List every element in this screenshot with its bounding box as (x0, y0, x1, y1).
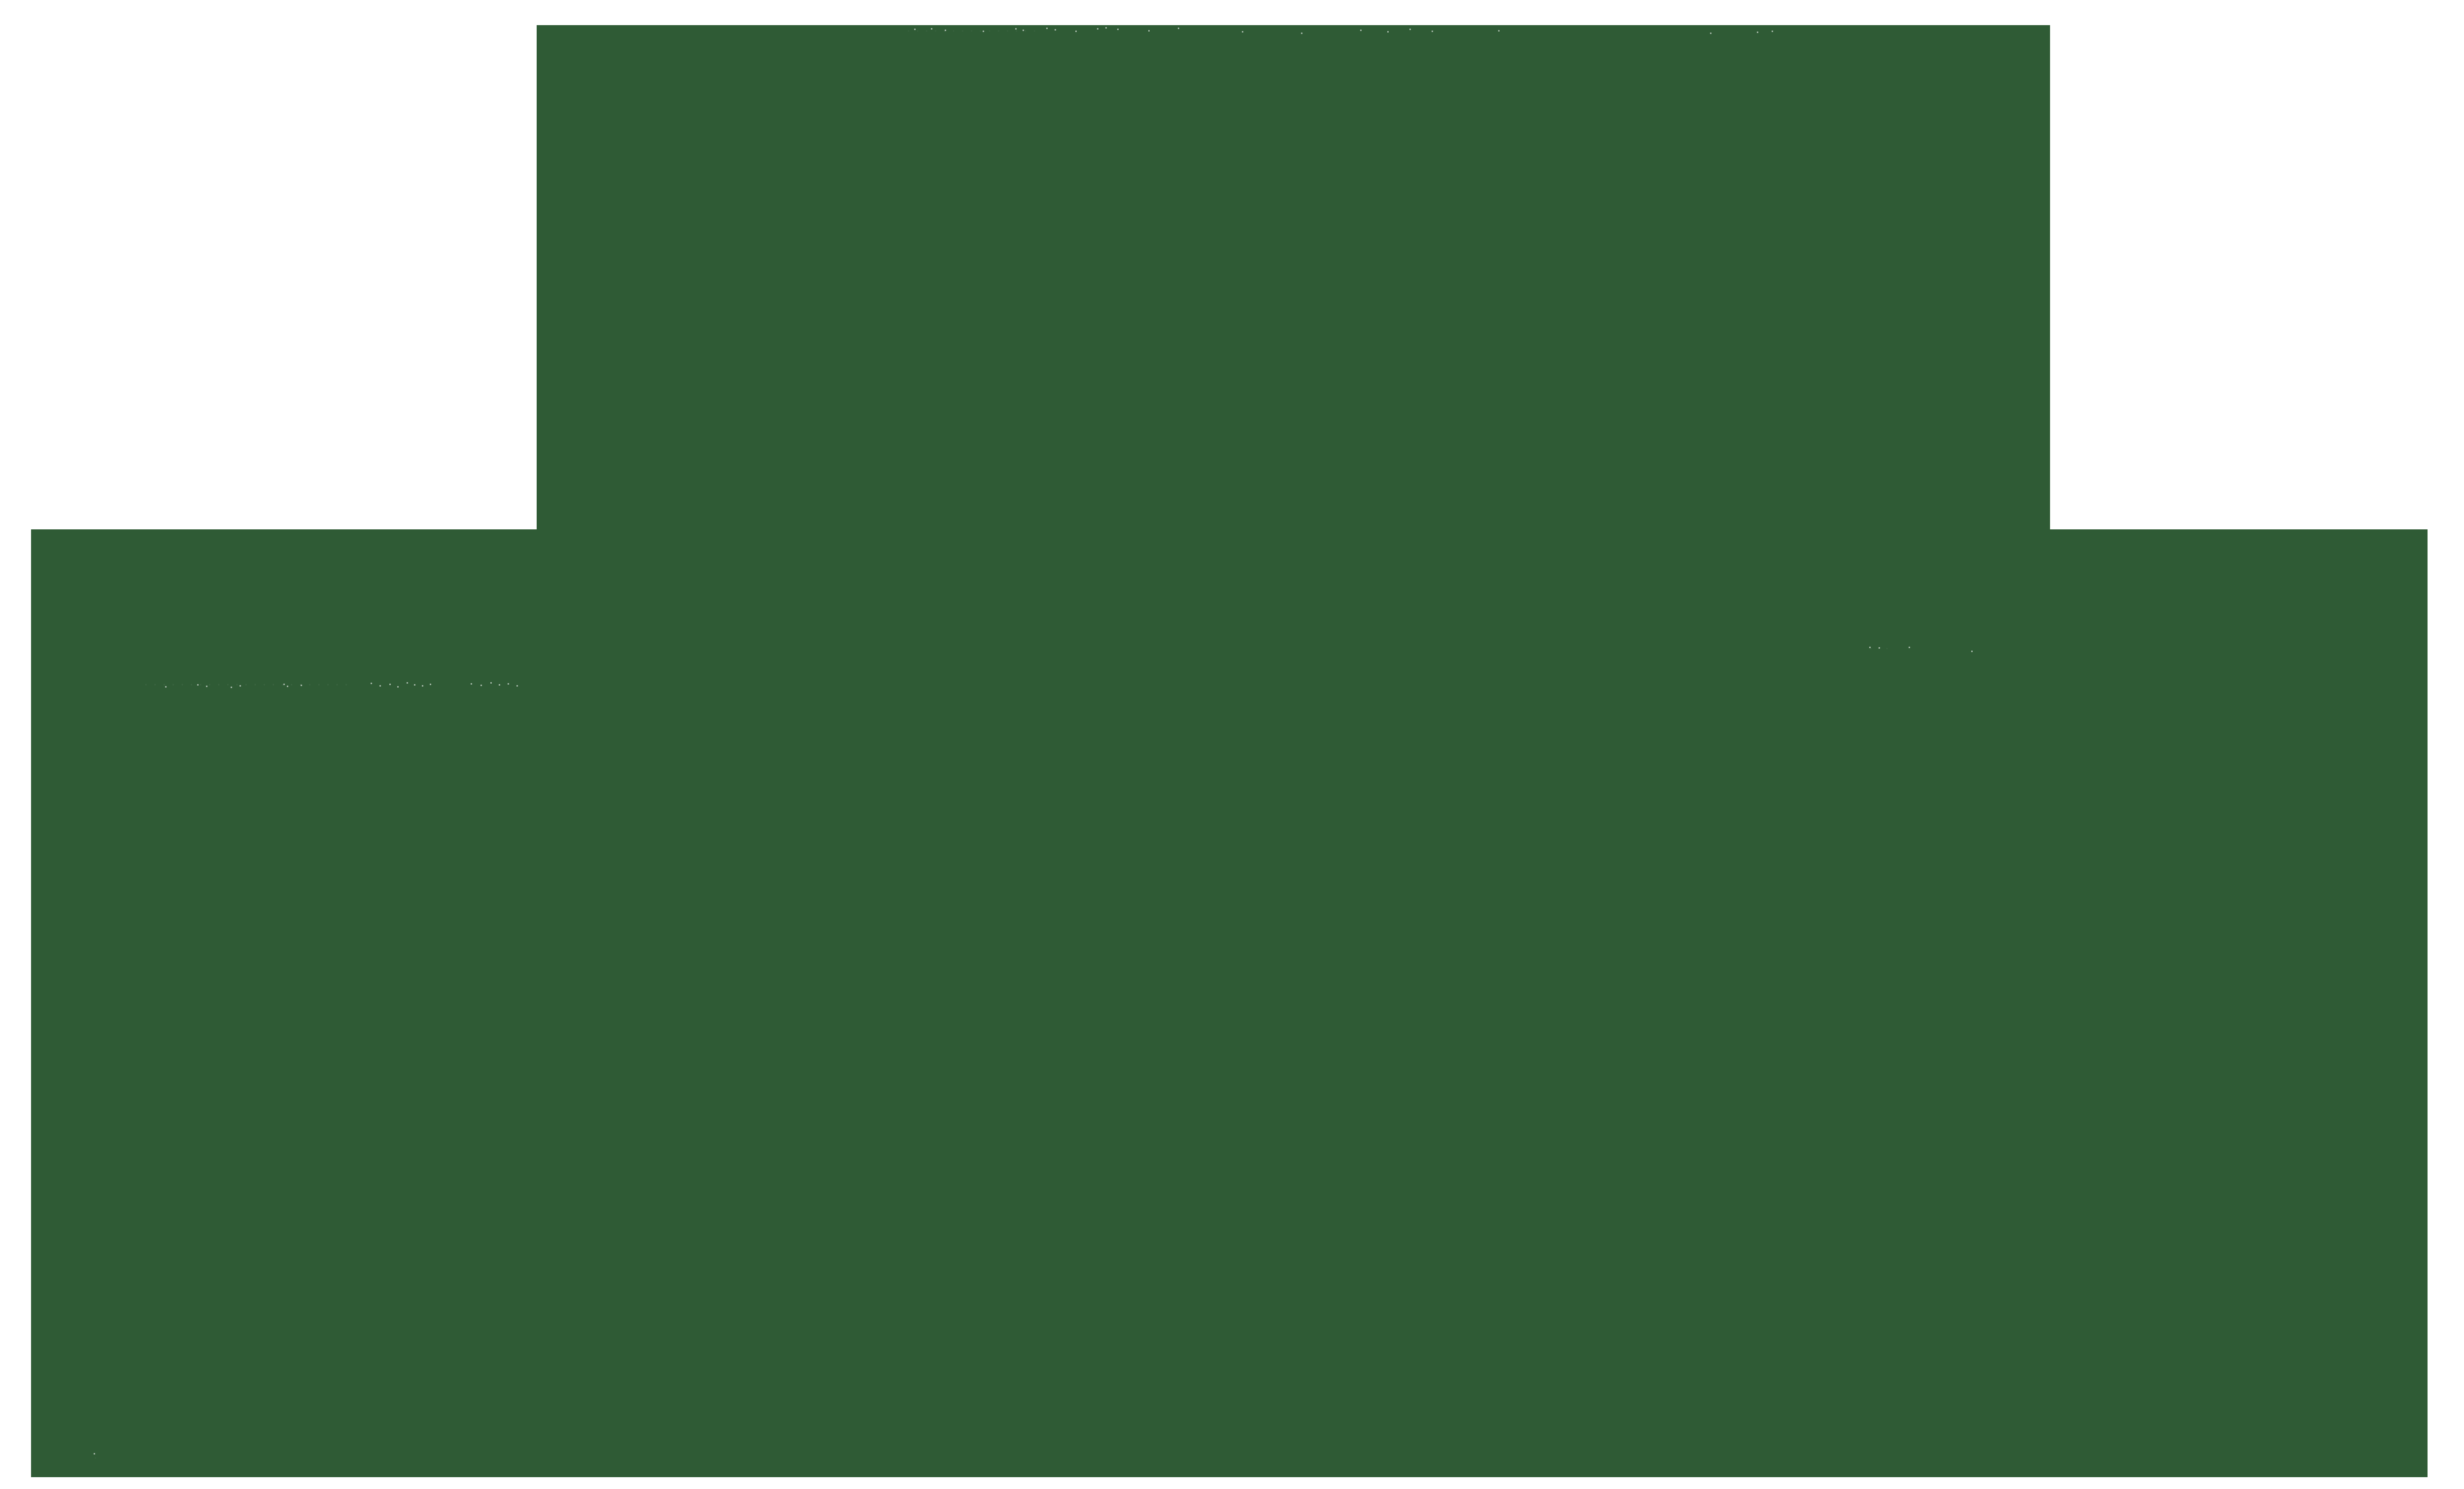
lower-panel-faint-text-row-b: · · · (1869, 642, 1890, 654)
lower-panel-faint-text-row-c: · (94, 1452, 98, 1463)
upper-panel[interactable]: · · · · · · · · · · · · · · · (537, 24, 2050, 529)
lower-panel-faint-text-row-a: · · · · · · · · · · · · · · · · · · · · … (144, 677, 349, 691)
upper-panel-faint-text: · · · · · · · · · · · · · · · (907, 24, 1038, 36)
lower-panel[interactable]: · · · · · · · · · · · · · · · · · · · · … (31, 529, 2428, 1477)
